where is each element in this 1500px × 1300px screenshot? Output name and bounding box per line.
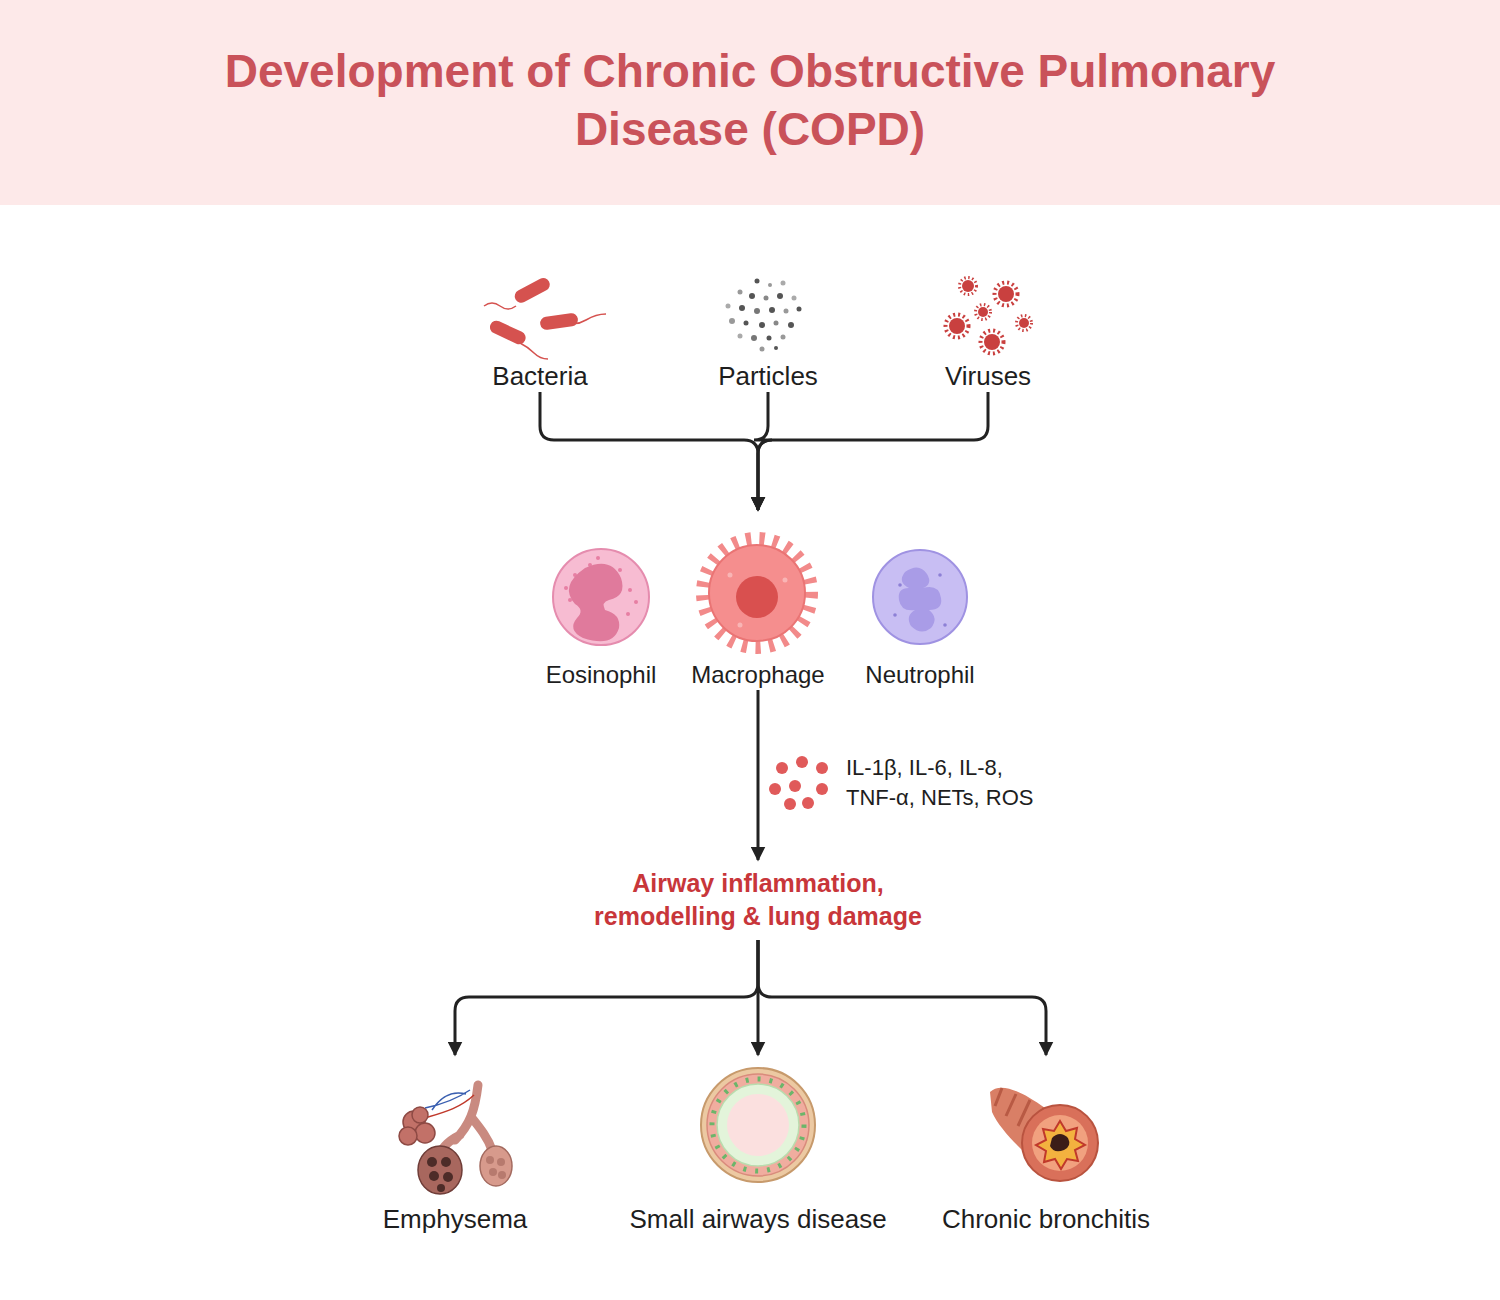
flow-arrow bbox=[757, 940, 760, 1055]
agent-node: Bacteria bbox=[460, 270, 620, 392]
particles-icon bbox=[726, 279, 802, 352]
node-label: Particles bbox=[718, 361, 818, 392]
node-label: Emphysema bbox=[383, 1204, 528, 1235]
flow-arrow bbox=[754, 392, 772, 510]
node-label: Neutrophil bbox=[865, 661, 974, 690]
neutrophil-icon bbox=[873, 550, 967, 644]
diagram-title: Development of Chronic Obstructive Pulmo… bbox=[150, 42, 1350, 158]
cell-node: Eosinophil bbox=[533, 540, 669, 690]
cell-node: Macrophage bbox=[681, 510, 835, 690]
flow-arrow bbox=[757, 690, 760, 860]
title-band bbox=[0, 0, 1500, 205]
flow-arrow bbox=[758, 392, 988, 510]
bacteria-icon bbox=[484, 276, 606, 359]
viruses-icon bbox=[946, 278, 1032, 354]
node-label: Bacteria bbox=[492, 361, 587, 392]
flow-arrow bbox=[455, 940, 758, 1055]
node-label: Eosinophil bbox=[546, 661, 657, 690]
agent-node: Viruses bbox=[908, 270, 1068, 392]
mediator-label: IL-1β, IL-6, IL-8, TNF-α, NETs, ROS bbox=[846, 753, 1058, 813]
disease-node: Chronic bronchitis bbox=[920, 1055, 1172, 1235]
eosinophil-icon bbox=[553, 549, 649, 645]
node-label: Small airways disease bbox=[629, 1204, 886, 1235]
node-label: Viruses bbox=[945, 361, 1031, 392]
node-label: Chronic bronchitis bbox=[942, 1204, 1150, 1235]
flow-arrow bbox=[540, 392, 758, 510]
cell-node: Neutrophil bbox=[853, 540, 987, 690]
outcome-statement: Airway inflammation, remodelling & lung … bbox=[578, 860, 938, 940]
flow-arrow bbox=[758, 940, 1046, 1055]
disease-node: Emphysema bbox=[365, 1055, 545, 1235]
node-label: Airway inflammation, remodelling & lung … bbox=[578, 867, 938, 933]
agent-node: Particles bbox=[688, 270, 848, 392]
disease-node: Small airways disease bbox=[610, 1055, 906, 1235]
small-airway-icon bbox=[701, 1068, 815, 1182]
emphysema-icon bbox=[399, 1085, 512, 1194]
macrophage-icon bbox=[705, 541, 809, 645]
cytokine-dots bbox=[769, 756, 828, 810]
bronchus-icon bbox=[990, 1088, 1098, 1181]
node-label: Macrophage bbox=[691, 661, 824, 690]
